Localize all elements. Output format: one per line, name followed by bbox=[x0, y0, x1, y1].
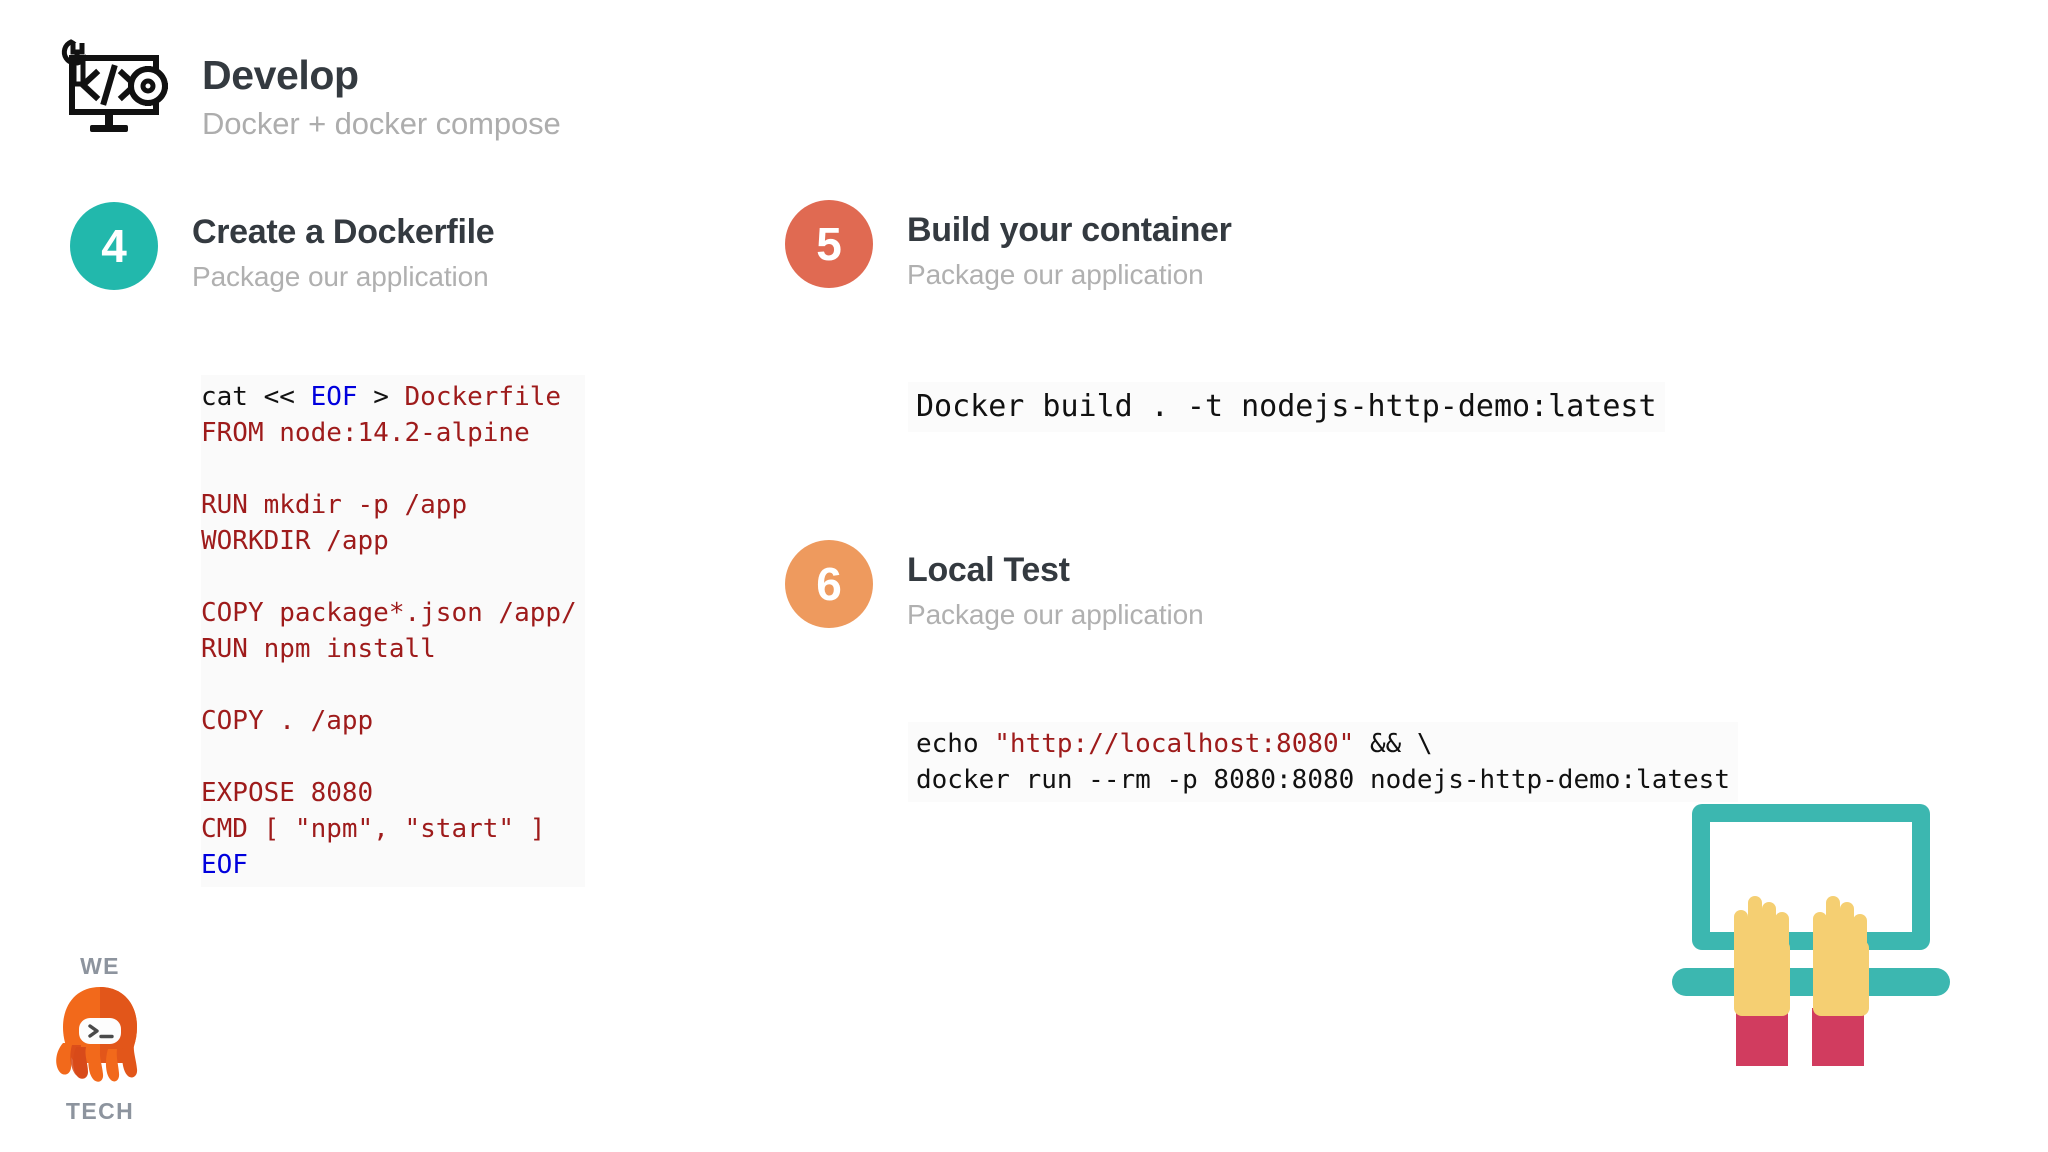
code-token: WORKDIR /app bbox=[201, 526, 389, 556]
code-token: RUN mkdir -p /app bbox=[201, 490, 468, 520]
step-item-5: 5 Build your container Package our appli… bbox=[785, 200, 1232, 291]
code-token: "http://localhost:8080" bbox=[994, 729, 1355, 759]
code-monitor-wrench-gear-icon bbox=[52, 34, 170, 144]
code-token: cat << bbox=[201, 382, 311, 412]
step-number-4: 4 bbox=[101, 220, 127, 272]
step-number-5: 5 bbox=[816, 218, 842, 270]
logo-bottom-word: TECH bbox=[65, 1098, 135, 1124]
code-token: Dockerfile bbox=[404, 382, 562, 412]
step-subtitle-4: Package our application bbox=[192, 261, 489, 293]
step-item-6: 6 Local Test Package our application bbox=[785, 540, 1204, 631]
page-title: Develop bbox=[202, 52, 359, 98]
code-block-dockerfile[interactable]: cat << EOF > Dockerfile FROM node:14.2-a… bbox=[201, 375, 585, 887]
step-title-4: Create a Dockerfile bbox=[192, 213, 495, 251]
code-token: echo bbox=[916, 729, 995, 759]
step-badge-6: 6 bbox=[785, 540, 873, 628]
code-token: CMD [ "npm", "start" ] bbox=[201, 814, 546, 844]
code-token: EXPOSE 8080 bbox=[201, 778, 374, 808]
code-block-build-command[interactable]: Docker build . -t nodejs-http-demo:lates… bbox=[908, 382, 1665, 432]
code-token: COPY package*.json /app/ bbox=[201, 598, 577, 628]
code-token: RUN npm install bbox=[201, 634, 436, 664]
step-subtitle-5: Package our application bbox=[907, 259, 1204, 291]
logo-top-word: WE bbox=[80, 953, 120, 979]
page-subtitle: Docker + docker compose bbox=[202, 106, 561, 142]
step-badge-4: 4 bbox=[70, 202, 158, 290]
step-badge-5: 5 bbox=[785, 200, 873, 288]
we-tech-logo: WE TECH bbox=[40, 955, 160, 1123]
step-item-4: 4 Create a Dockerfile Package our applic… bbox=[70, 202, 495, 293]
code-token: Docker build . -t nodejs-http-demo:lates… bbox=[916, 389, 1657, 424]
code-token: > bbox=[357, 382, 405, 412]
code-token: COPY . /app bbox=[201, 706, 374, 736]
step-subtitle-6: Package our application bbox=[907, 599, 1204, 631]
code-token: EOF bbox=[201, 850, 248, 880]
octopus-logo-icon bbox=[40, 985, 160, 1094]
code-block-local-test-command[interactable]: echo "http://localhost:8080" && \ docker… bbox=[908, 722, 1738, 802]
code-token: docker run --rm -p 8080:8080 nodejs-http… bbox=[916, 765, 1730, 795]
step-number-6: 6 bbox=[816, 558, 842, 610]
step-title-6: Local Test bbox=[907, 551, 1070, 589]
hands-typing-on-laptop-illustration bbox=[1672, 790, 1982, 1090]
step-title-5: Build your container bbox=[907, 211, 1232, 249]
code-token: EOF bbox=[310, 382, 358, 412]
code-token: FROM node:14.2-alpine bbox=[201, 418, 530, 448]
code-token: && \ bbox=[1354, 729, 1433, 759]
slide-header: Develop Docker + docker compose bbox=[52, 30, 561, 144]
